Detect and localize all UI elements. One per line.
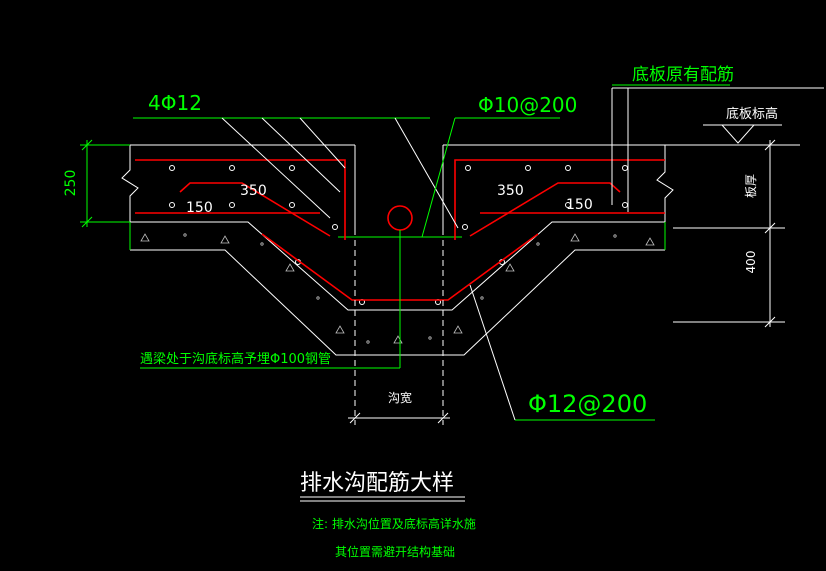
cushion-hatch-mark [505,263,515,272]
existing-slab-bars-label: 底板原有配筋 [632,65,734,85]
cushion-hatch-mark [536,242,540,246]
top-bars-leader-2 [261,117,341,193]
bottom-bars-label: Φ12@200 [528,390,647,418]
rebar-section-dot [229,202,235,208]
dim-right-hook-straight: 150 [566,197,593,213]
rebar-section-dots [169,165,628,305]
ditch-width-tick-left [349,412,361,424]
stirrup-bars-label: Φ10@200 [478,93,577,117]
pipe-note-label: 遇梁处于沟底标高予埋Φ100钢管 [140,351,331,367]
cushion-hatch [140,233,655,344]
cushion-hatch-mark [613,234,617,238]
cushion-hatch-mark [140,233,150,242]
cushion-bottom-line [130,249,665,356]
rebar-section-dot [169,202,175,208]
concrete-outline [121,144,800,356]
top-bar-right [454,159,665,240]
cushion-hatch-mark [480,296,484,300]
dim-left-hook-straight: 150 [186,200,213,216]
rebar-section-dot [565,202,571,208]
rebar-section-dot [622,165,628,171]
top-bars-leader-4 [394,117,459,229]
cushion-hatch-mark [285,263,295,272]
cushion-hatch-mark [645,237,655,246]
ditch-width-label: 沟宽 [388,390,412,405]
text-labels: 4Φ12 Φ10@200 底板原有配筋 底板标高 250 150 350 350… [63,65,778,559]
top-bars-leader-1 [221,117,331,219]
structure-bottom-line [130,221,665,311]
bent-bar-left [179,182,331,237]
dim-right-tick-middle [764,222,776,234]
cushion-hatch-mark [335,325,345,334]
cushion-hatch-mark [316,296,320,300]
dimension-lines [80,139,785,425]
cushion-hatch-mark [366,340,370,344]
rebar-section-dot [332,224,338,230]
dim-left-tick-top [81,139,93,151]
top-bars-label: 4Φ12 [148,91,202,115]
rebar-section-dot [565,165,571,171]
cushion-hatch-mark [570,233,580,242]
ditch-width-tick-right [437,412,449,424]
cushion-hatch-mark [260,242,264,246]
dim-right-tick-top [764,139,776,151]
cushion-hatch-mark [453,325,463,334]
rebar-section-dot [465,165,471,171]
leader-lines [133,84,824,421]
rebar-section-dot [622,202,628,208]
dim-left-tick-bottom [81,216,93,228]
stirrup-leader [421,117,456,238]
dim-right-lower: 400 [744,251,758,274]
rebar-section-dot [229,165,235,171]
rebar-section-dot [289,202,295,208]
cushion-hatch-mark [393,335,403,344]
slab-elevation-label: 底板标高 [726,106,778,122]
top-bars-leader-3 [299,117,346,169]
cushion-hatch-mark [220,235,230,244]
rebar-section-dot [462,224,468,230]
bent-bar-right [469,182,621,237]
drawing-title: 排水沟配筋大样 [300,471,454,496]
dim-slab-thickness-left: 250 [63,170,79,197]
drain-pipe-circle [387,205,413,231]
top-bar-left [135,159,346,240]
cushion-hatch-mark [183,233,187,237]
rebar-section-dot [525,165,531,171]
cushion-hatch-mark [428,336,432,340]
break-line-right [656,145,674,222]
bottom-bars-leader [469,284,516,421]
dim-right-upper: 板厚 [744,174,758,198]
rebar-section-dot [169,165,175,171]
dim-left-hook-bent: 350 [240,183,267,199]
elevation-triangle-icon [720,124,756,144]
rebar-section-dot [289,165,295,171]
note-line-2: 其位置需避开结构基础 [335,544,455,559]
dim-right-hook-bent: 350 [497,183,524,199]
break-line-left [121,145,139,222]
note-line-1: 注: 排水沟位置及底标高详水施 [312,516,476,531]
dim-right-tick-bottom [764,316,776,328]
